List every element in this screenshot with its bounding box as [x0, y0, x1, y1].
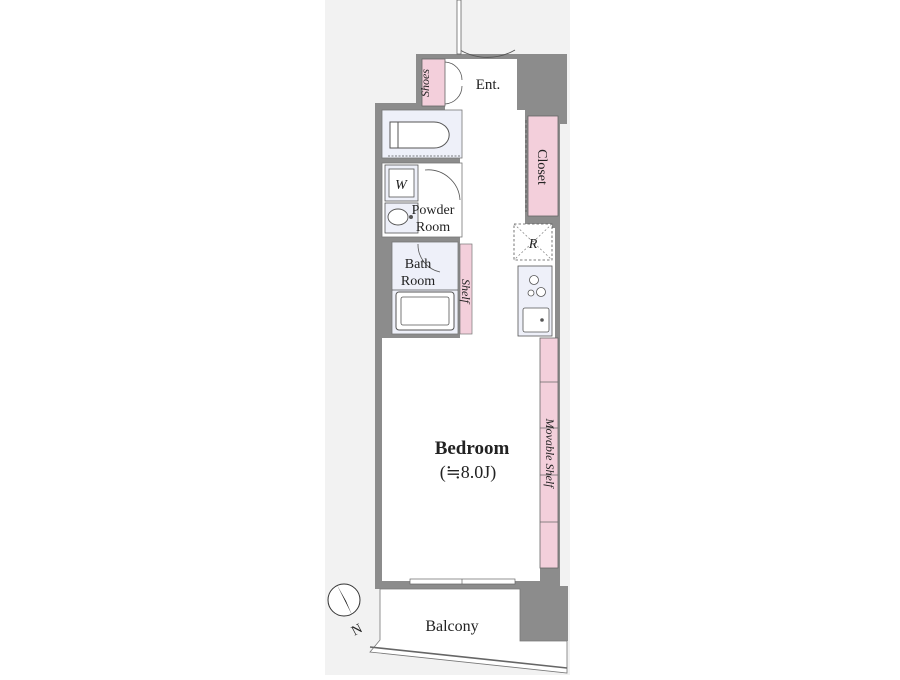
bedroom-size-label: (≒8.0J): [440, 462, 497, 483]
powder-room-label-2: Room: [416, 220, 450, 235]
basin-icon: [387, 208, 409, 226]
refrigerator-label: R: [528, 237, 538, 252]
refrigerator-cross-2: [513, 223, 553, 261]
entrance-door: [456, 0, 462, 55]
bedroom-label: Bedroom: [435, 438, 510, 459]
compass-needle-icon: [337, 585, 352, 615]
bath-shelf: [459, 243, 473, 335]
entrance-label: Ent.: [476, 77, 501, 93]
powder-door-swing: [424, 169, 461, 201]
inner-door-swing: [444, 61, 463, 105]
stove-burner-1: [529, 275, 539, 285]
bath-room-label-2: Room: [401, 274, 435, 289]
movable-shelf-label: Movable Shelf: [543, 418, 557, 490]
sink-drain-icon: [540, 318, 544, 322]
balcony-window: [409, 578, 516, 585]
washer-label: W: [395, 178, 408, 193]
bath-room-label-1: Bath: [405, 257, 431, 272]
toilet-icon: [389, 121, 450, 149]
sink-icon: [522, 307, 550, 333]
bathtub-inner: [400, 296, 450, 326]
stove-burner-2: [536, 287, 546, 297]
faucet-icon: [409, 215, 413, 219]
stove-burner-3: [527, 289, 535, 297]
closet: [527, 115, 559, 217]
bath-door-swing: [417, 243, 441, 273]
bedroom-floor: [382, 338, 540, 581]
balcony-label: Balcony: [425, 618, 478, 635]
closet-label: Closet: [534, 149, 549, 185]
shoes-label: Shoes: [418, 69, 432, 97]
balcony-railing: [369, 646, 568, 669]
compass-ring: [327, 583, 361, 617]
refrigerator-cross-1: [513, 223, 553, 261]
shoes-cabinet: [421, 58, 446, 107]
powder-room-label-1: Powder: [412, 203, 455, 218]
washer-icon: [388, 168, 415, 198]
movable-shelf: [539, 337, 559, 569]
balcony-pillar: [520, 586, 568, 641]
shelf-label: Shelf: [459, 279, 473, 305]
